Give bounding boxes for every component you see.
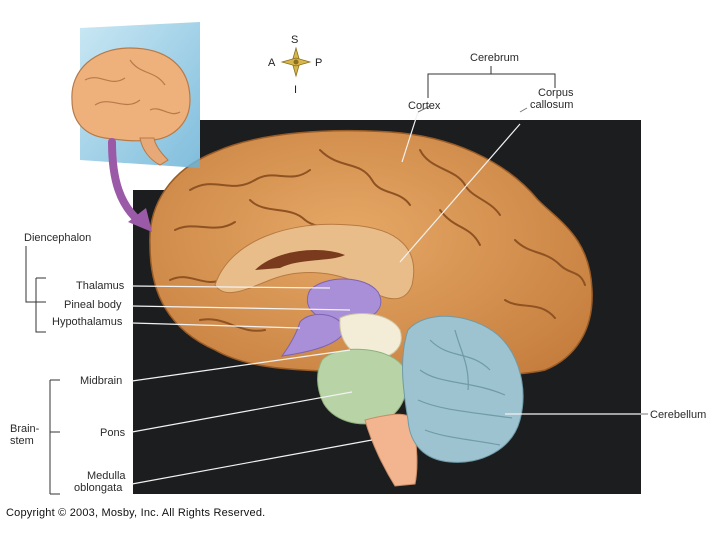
thalamus-region xyxy=(307,278,382,323)
leader-lines xyxy=(131,111,641,485)
label-cerebrum: Cerebrum xyxy=(470,52,519,64)
label-corpus-callosum-line2: callosum xyxy=(530,99,574,111)
label-medulla-line1: Medulla xyxy=(87,470,126,482)
view-arrow-icon xyxy=(108,138,144,226)
cortex-folds xyxy=(169,149,586,332)
label-midbrain: Midbrain xyxy=(80,375,123,387)
label-brainstem-line1: Brain- xyxy=(10,423,40,435)
view-arrow-head-icon xyxy=(128,208,152,232)
label-pineal-body: Pineal body xyxy=(64,299,122,311)
cerebellum-folia xyxy=(417,329,513,446)
medulla-region xyxy=(364,413,418,487)
label-hypothalamus: Hypothalamus xyxy=(52,316,123,328)
label-cortex: Cortex xyxy=(408,100,441,112)
cerebellum-region xyxy=(402,315,524,463)
corpus-callosum-region xyxy=(214,223,415,300)
label-thalamus: Thalamus xyxy=(76,280,125,292)
compass-posterior-label: P xyxy=(315,57,323,69)
compass-inferior-label: I xyxy=(294,84,298,96)
reference-brain-thumbnail xyxy=(71,22,200,168)
hypothalamus-region xyxy=(280,313,346,357)
label-diencephalon: Diencephalon xyxy=(24,232,92,244)
compass-anterior-label: A xyxy=(268,57,276,69)
label-brackets xyxy=(25,66,556,495)
thumbnail-brain xyxy=(71,47,191,142)
copyright-notice: Copyright © 2003, Mosby, Inc. All Rights… xyxy=(6,507,266,519)
label-corpus-callosum-line1: Corpus xyxy=(538,87,574,99)
compass-superior-label: S xyxy=(291,34,299,46)
pons-region xyxy=(317,348,407,425)
ventricle xyxy=(255,250,345,270)
label-cerebellum: Cerebellum xyxy=(650,409,707,421)
pineal-body-region xyxy=(339,313,402,359)
label-medulla-line2: oblongata xyxy=(74,482,123,494)
orientation-compass-icon xyxy=(280,46,312,78)
label-pons: Pons xyxy=(100,427,126,439)
label-brainstem-line2: stem xyxy=(10,435,34,447)
